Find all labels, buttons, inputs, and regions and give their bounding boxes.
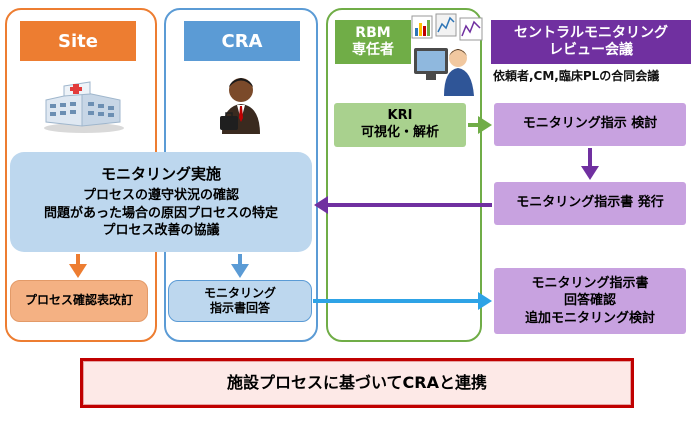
arrow-monitoring-to-cra-reply (231, 254, 249, 278)
monitoring-line2: 問題があった場合の原因プロセスの特定 (43, 205, 278, 221)
businessman-icon (220, 78, 260, 134)
instruction-review-label: モニタリング指示 検討 (522, 116, 658, 132)
instruction-issue-label: モニタリング指示書 発行 (516, 195, 664, 211)
cra-header-label: CRA (221, 30, 263, 52)
kri-line1: KRI (387, 108, 413, 124)
rbm-header: RBM 専任者 (335, 20, 411, 64)
arrow-review-to-issue (581, 148, 599, 180)
central-note: 依頼者,CM,臨床PLの合同会議 (493, 69, 660, 83)
monitoring-title: モニタリング実施 (100, 165, 221, 184)
rbm-header-line1: RBM (355, 25, 391, 42)
kri-box: KRI 可視化・解析 (334, 103, 466, 147)
central-header-line2: レビュー会議 (549, 42, 633, 58)
footer-banner: 施設プロセスに基づいてCRAと連携 (80, 358, 634, 408)
instruction-review-box: モニタリング指示 検討 (494, 103, 686, 146)
cra-reply-line1: モニタリング (203, 286, 276, 300)
reply-check-line2: 回答確認 (563, 293, 616, 309)
cra-reply-box: モニタリング 指示書回答 (168, 280, 312, 322)
monitoring-line3: プロセス改善の協議 (102, 223, 220, 239)
cra-header: CRA (184, 21, 300, 61)
rbm-header-line2: 専任者 (352, 42, 394, 58)
arrow-kri-to-review (468, 116, 492, 134)
site-header-label: Site (58, 30, 98, 52)
process-revision-box: プロセス確認表改訂 (10, 280, 148, 322)
central-header-line1: セントラルモニタリング (514, 24, 668, 41)
process-revision-label: プロセス確認表改訂 (24, 293, 133, 308)
reply-check-line1: モニタリング指示書 (531, 275, 649, 291)
reply-check-box: モニタリング指示書 回答確認 追加モニタリング検討 (494, 268, 686, 334)
analyst-with-charts-icon (411, 13, 483, 96)
reply-check-line3: 追加モニタリング検討 (524, 310, 655, 326)
central-header: セントラルモニタリング レビュー会議 (491, 20, 691, 64)
kri-line2: 可視化・解析 (360, 125, 439, 140)
site-header: Site (20, 21, 136, 61)
arrow-monitoring-to-revision (69, 254, 87, 278)
monitoring-line1: プロセスの遵守状況の確認 (82, 188, 239, 204)
cra-reply-line2: 指示書回答 (209, 301, 270, 315)
hospital-icon (44, 81, 124, 133)
instruction-issue-box: モニタリング指示書 発行 (494, 182, 686, 225)
footer-text: 施設プロセスに基づいてCRAと連携 (227, 372, 487, 392)
rbm-lane (326, 8, 482, 342)
monitoring-box: モニタリング実施 プロセスの遵守状況の確認 問題があった場合の原因プロセスの特定… (10, 152, 312, 252)
arrow-cra-reply-to-check (313, 292, 492, 310)
arrow-issue-to-monitoring (314, 196, 492, 214)
